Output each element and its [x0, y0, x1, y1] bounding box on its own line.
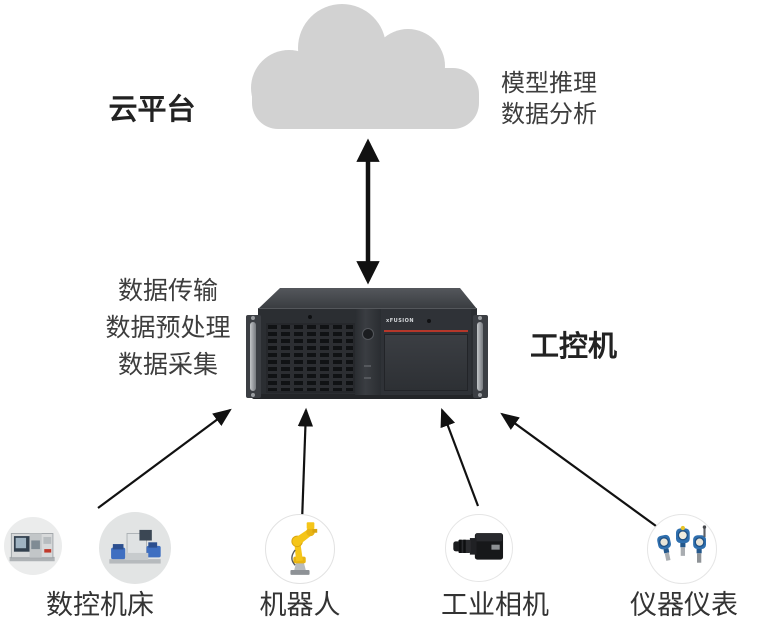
server-rack-ear-left — [246, 315, 261, 398]
label-instruments: 仪器仪表 — [630, 590, 738, 620]
server-red-stripe — [384, 330, 468, 332]
server-handle-left — [250, 322, 256, 391]
cloud-shape — [251, 4, 479, 129]
cloud-annotation-line2: 数据分析 — [501, 101, 597, 128]
server-port-mark — [364, 365, 371, 367]
cloud-platform-label: 云平台 — [108, 94, 196, 126]
server-screw — [478, 393, 482, 397]
server-front: xFUSION — [258, 308, 477, 395]
cloud-annotation: 模型推理 数据分析 — [501, 68, 597, 130]
arrow-instrument-server — [500, 412, 657, 527]
ipc-label: 工控机 — [530, 331, 618, 363]
server-rack-ear-right — [473, 315, 488, 398]
server-screw — [308, 315, 312, 319]
server-door-panel — [384, 334, 468, 391]
server-left-annotation: 数据传输 数据预处理 数据采集 — [105, 273, 230, 384]
cnc-machine-icon — [99, 512, 171, 584]
instruments-icon — [647, 514, 717, 584]
label-camera: 工业相机 — [441, 590, 549, 620]
server-power-button — [362, 328, 374, 340]
server-screw — [478, 316, 482, 320]
server-port-mark — [364, 377, 371, 379]
cnc-lathe-icon — [4, 517, 62, 575]
server-screw — [251, 393, 255, 397]
server-screw — [427, 319, 431, 323]
server-annotation-line3: 数据采集 — [117, 351, 219, 379]
label-cnc: 数控机床 — [46, 590, 154, 620]
server-annotation-line1: 数据传输 — [117, 277, 219, 305]
arrow-cnc-server — [97, 408, 232, 509]
industrial-pc-image: xFUSION — [246, 288, 488, 402]
server-vent-grille — [266, 323, 355, 393]
server-right-panel: xFUSION — [381, 309, 471, 395]
arrow-robot-server — [297, 407, 314, 523]
server-screw — [251, 316, 255, 320]
industrial-camera-icon — [445, 514, 513, 582]
server-base — [252, 393, 482, 399]
cloud-annotation-line1: 模型推理 — [501, 70, 597, 97]
robot-arm-icon — [265, 514, 335, 584]
server-annotation-line2: 数据预处理 — [105, 314, 231, 342]
server-top-face — [258, 288, 477, 309]
server-handle-right — [477, 322, 483, 391]
server-brand-logo: xFUSION — [386, 318, 415, 324]
server-center-strip — [355, 309, 381, 395]
arrow-camera-server — [440, 407, 480, 507]
label-robot: 机器人 — [259, 590, 341, 620]
